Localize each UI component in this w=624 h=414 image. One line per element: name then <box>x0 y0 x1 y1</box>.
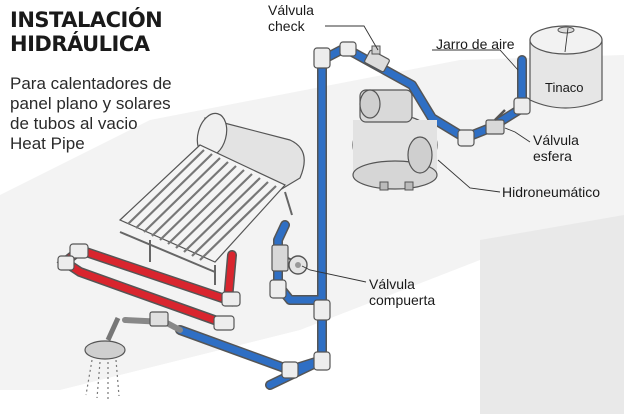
label-valvula-check-line-1: Válvula <box>268 2 314 18</box>
ball-valve <box>485 109 506 135</box>
subtitle: Para calentadores de panel plano y solar… <box>10 74 172 154</box>
label-valvula-esfera: Válvula esfera <box>533 132 579 164</box>
label-valvula-check-line-2: check <box>268 18 305 34</box>
subtitle-line-1: Para calentadores de <box>10 74 172 93</box>
hidroneumatico-pump <box>352 89 438 191</box>
check-valve <box>364 45 390 73</box>
wall-shadow <box>480 215 624 414</box>
label-tinaco: Tinaco <box>545 80 584 95</box>
leader-lines <box>301 25 569 283</box>
gate-valve <box>271 244 308 275</box>
label-valvula-esfera-line-1: Válvula <box>533 132 579 148</box>
pipe-fittings <box>57 41 531 379</box>
page-title: INSTALACIÓN HIDRÁULICA <box>10 8 163 56</box>
label-valvula-compuerta-line-1: Válvula <box>369 276 415 292</box>
subtitle-line-3: de tubos al vacio <box>10 114 138 133</box>
label-valvula-compuerta: Válvula compuerta <box>369 276 435 308</box>
subtitle-line-2: panel plano y solares <box>10 94 171 113</box>
label-valvula-esfera-line-2: esfera <box>533 148 572 164</box>
label-hidroneumatico: Hidroneumático <box>502 184 601 200</box>
solar-heater <box>118 112 305 285</box>
title-line-1: INSTALACIÓN <box>10 8 163 32</box>
subtitle-line-4: Heat Pipe <box>10 134 85 153</box>
title-line-2: HIDRÁULICA <box>10 32 150 56</box>
label-valvula-check: Válvula check <box>268 2 314 34</box>
label-jarro-de-aire: Jarro de aire <box>436 36 515 52</box>
shower-head <box>84 311 183 400</box>
tinaco-tank <box>529 25 603 109</box>
label-valvula-compuerta-line-2: compuerta <box>369 292 436 308</box>
